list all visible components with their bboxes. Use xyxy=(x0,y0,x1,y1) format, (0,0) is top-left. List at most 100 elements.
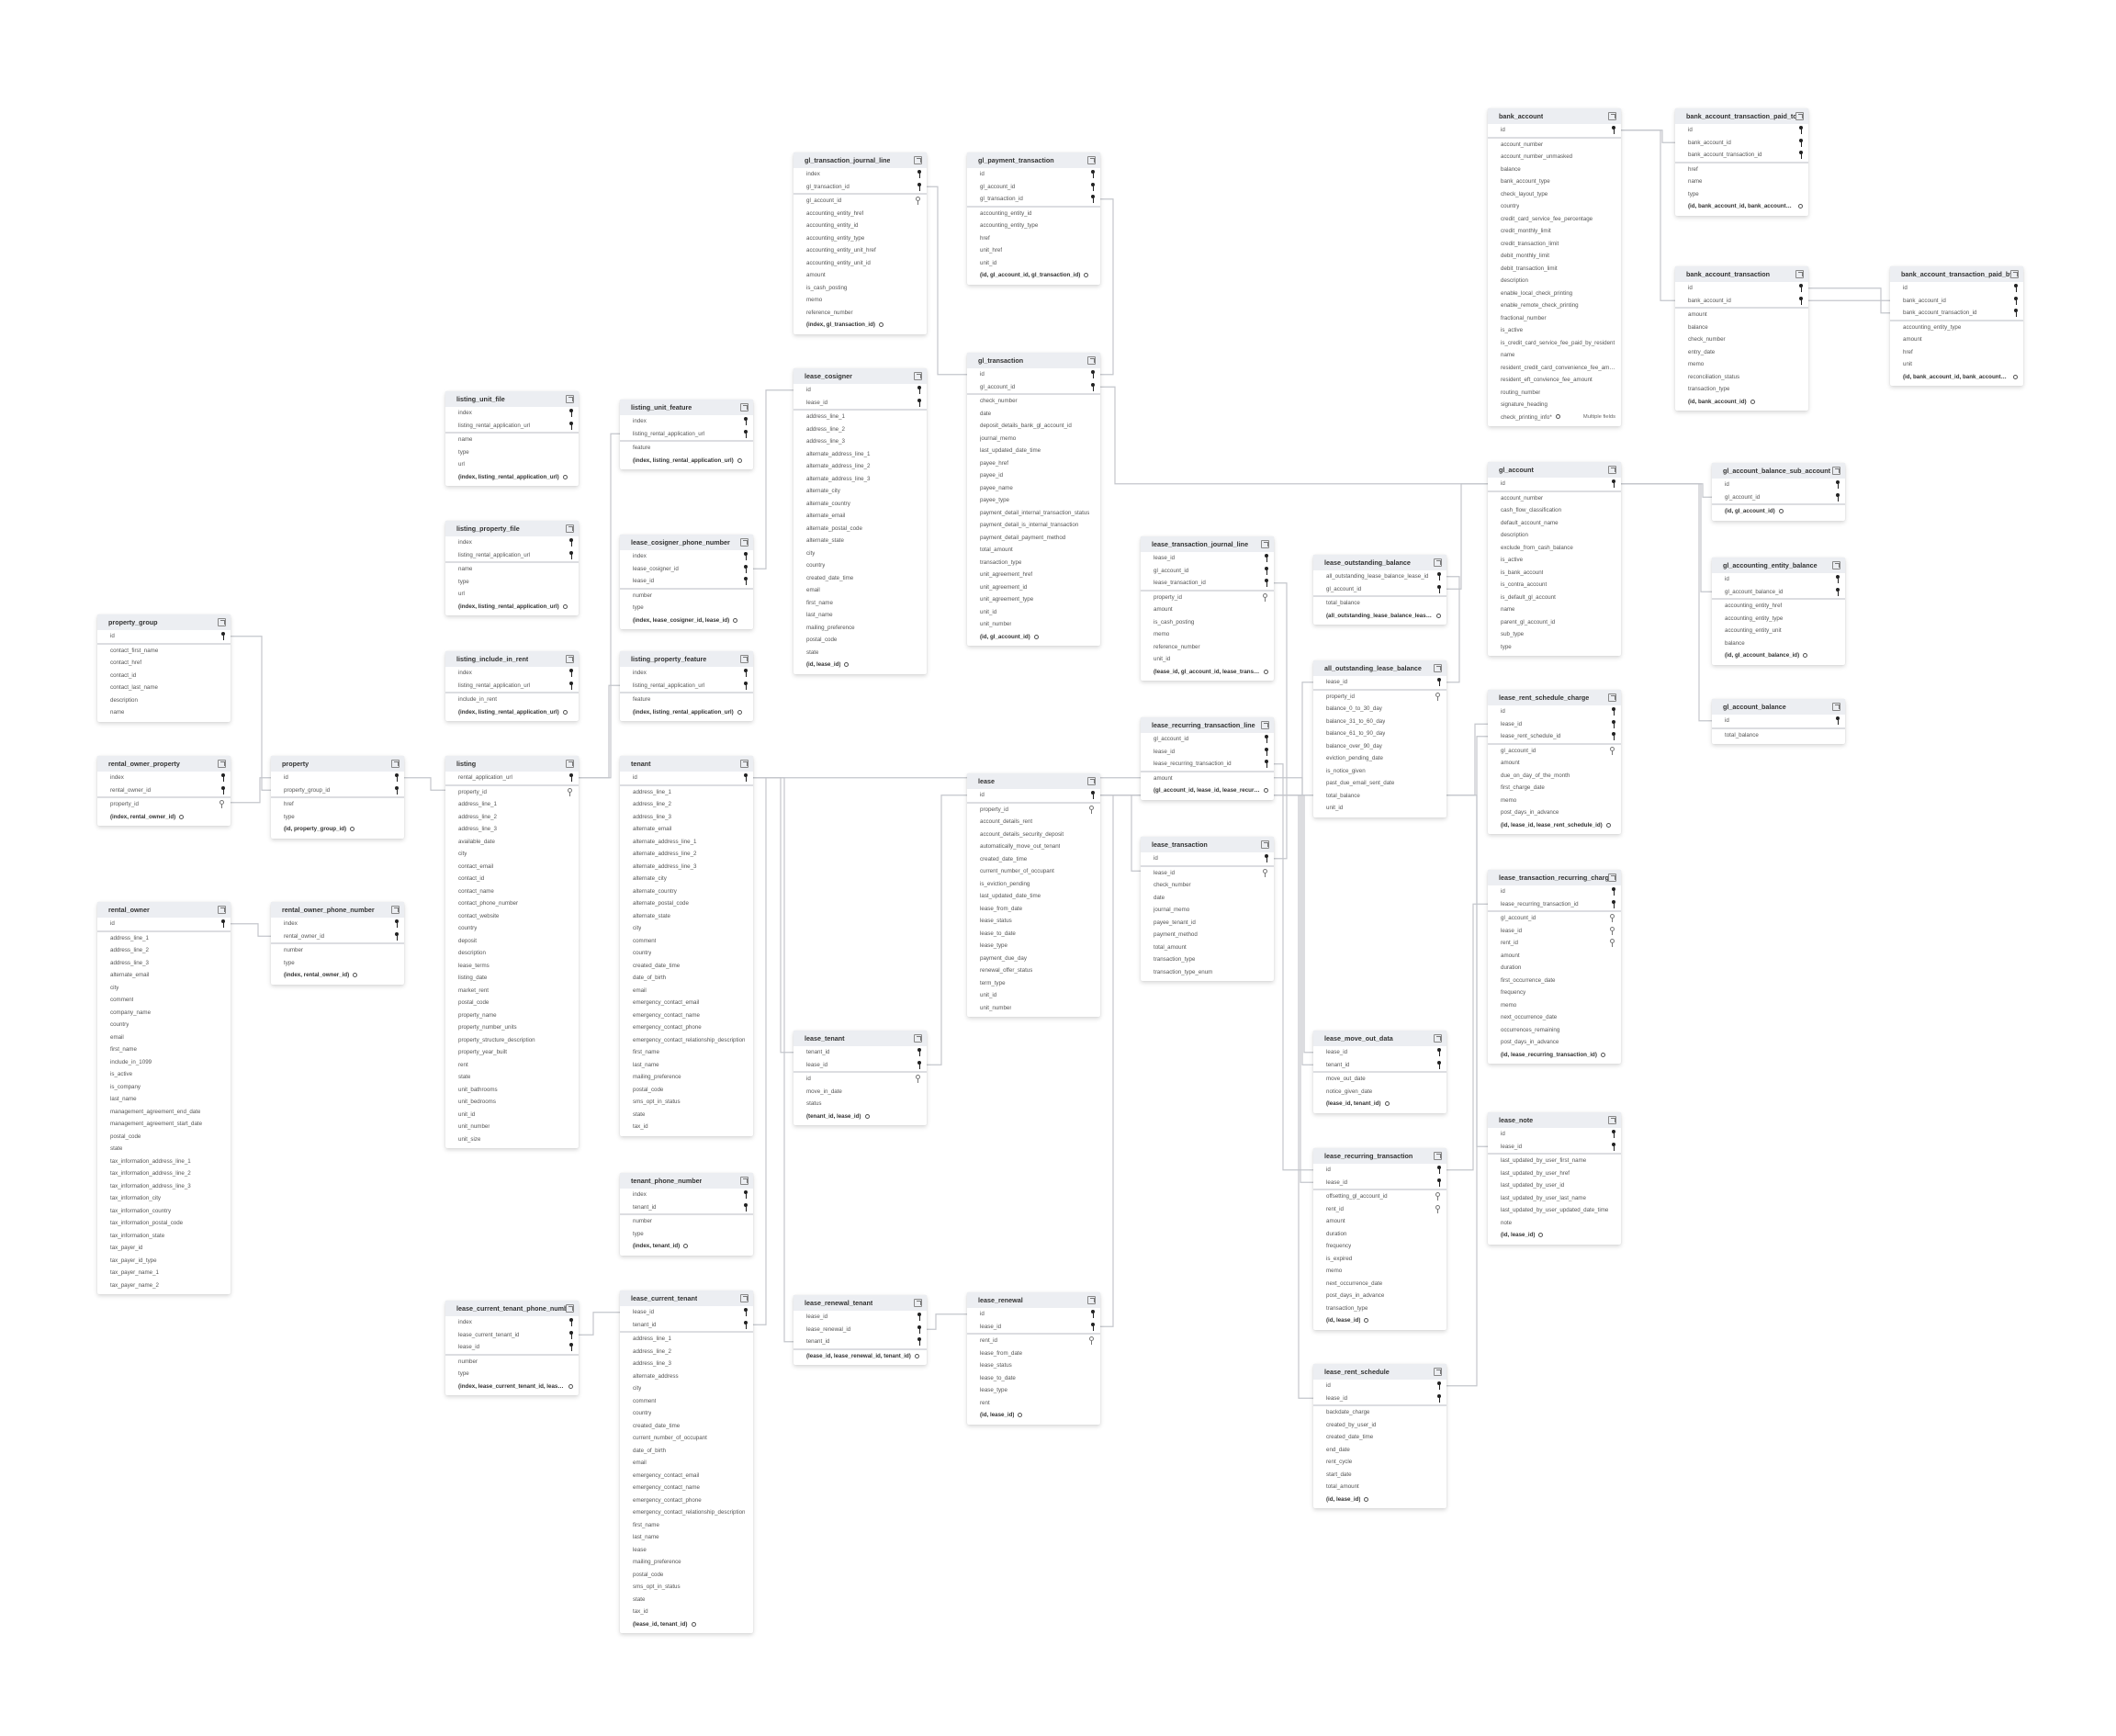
open-table-icon[interactable] xyxy=(1434,1034,1442,1043)
open-table-icon[interactable] xyxy=(1795,112,1804,120)
column-name: management_agreement_start_date xyxy=(110,1121,203,1128)
open-table-icon[interactable] xyxy=(740,1294,748,1302)
column-name: id xyxy=(1725,576,1729,583)
open-table-icon[interactable] xyxy=(740,403,748,411)
open-table-icon[interactable] xyxy=(914,156,922,164)
open-table-icon[interactable] xyxy=(218,906,226,914)
open-table-icon[interactable] xyxy=(1434,558,1442,567)
open-table-icon[interactable] xyxy=(1608,874,1616,882)
open-table-icon[interactable] xyxy=(566,524,574,533)
column-name: accounting_entity_unit xyxy=(1725,627,1782,635)
open-table-icon[interactable] xyxy=(566,655,574,663)
open-table-icon[interactable] xyxy=(1608,112,1616,120)
open-table-icon[interactable] xyxy=(1608,466,1616,474)
open-table-icon[interactable] xyxy=(1261,540,1269,548)
open-table-icon[interactable] xyxy=(740,655,748,663)
open-table-icon[interactable] xyxy=(1087,356,1096,365)
open-table-icon[interactable] xyxy=(218,618,226,626)
open-table-icon[interactable] xyxy=(914,1299,922,1307)
open-table-icon[interactable] xyxy=(391,906,400,914)
open-table-icon[interactable] xyxy=(914,1034,922,1043)
open-table-icon[interactable] xyxy=(1434,1152,1442,1160)
relationship-line xyxy=(1100,198,1114,376)
open-table-icon[interactable] xyxy=(740,1177,748,1185)
open-table-icon[interactable] xyxy=(1832,561,1840,569)
open-table-icon[interactable] xyxy=(1795,270,1804,278)
open-table-icon[interactable] xyxy=(1434,1368,1442,1376)
open-table-icon[interactable] xyxy=(1608,1116,1616,1124)
open-table-icon[interactable] xyxy=(566,1304,574,1313)
open-table-icon[interactable] xyxy=(391,760,400,768)
column-row: gl_account_id xyxy=(1488,912,1621,925)
open-table-icon[interactable] xyxy=(1087,777,1096,785)
open-table-icon[interactable] xyxy=(566,395,574,403)
open-table-icon[interactable] xyxy=(1434,664,1442,672)
open-table-icon[interactable] xyxy=(1261,721,1269,729)
column-row: feature xyxy=(620,442,753,455)
open-table-icon[interactable] xyxy=(740,538,748,547)
primary-key-row: tenant_id xyxy=(794,1336,927,1348)
open-table-icon[interactable] xyxy=(1832,467,1840,475)
column-row: is_notice_given xyxy=(1313,765,1446,778)
column-name: state xyxy=(633,1595,646,1603)
column-row: parent_gl_account_id xyxy=(1488,616,1621,629)
primary-key-row: id xyxy=(1488,705,1621,718)
open-table-icon[interactable] xyxy=(914,372,922,380)
open-table-icon[interactable] xyxy=(740,760,748,768)
open-table-icon[interactable] xyxy=(1608,693,1616,702)
open-table-icon[interactable] xyxy=(1087,156,1096,164)
open-table-icon[interactable] xyxy=(1261,840,1269,849)
open-table-icon[interactable] xyxy=(1832,703,1840,711)
open-table-icon[interactable] xyxy=(566,760,574,768)
open-table-icon[interactable] xyxy=(2010,270,2019,278)
open-table-icon[interactable] xyxy=(218,760,226,768)
open-table-icon[interactable] xyxy=(1087,1296,1096,1304)
